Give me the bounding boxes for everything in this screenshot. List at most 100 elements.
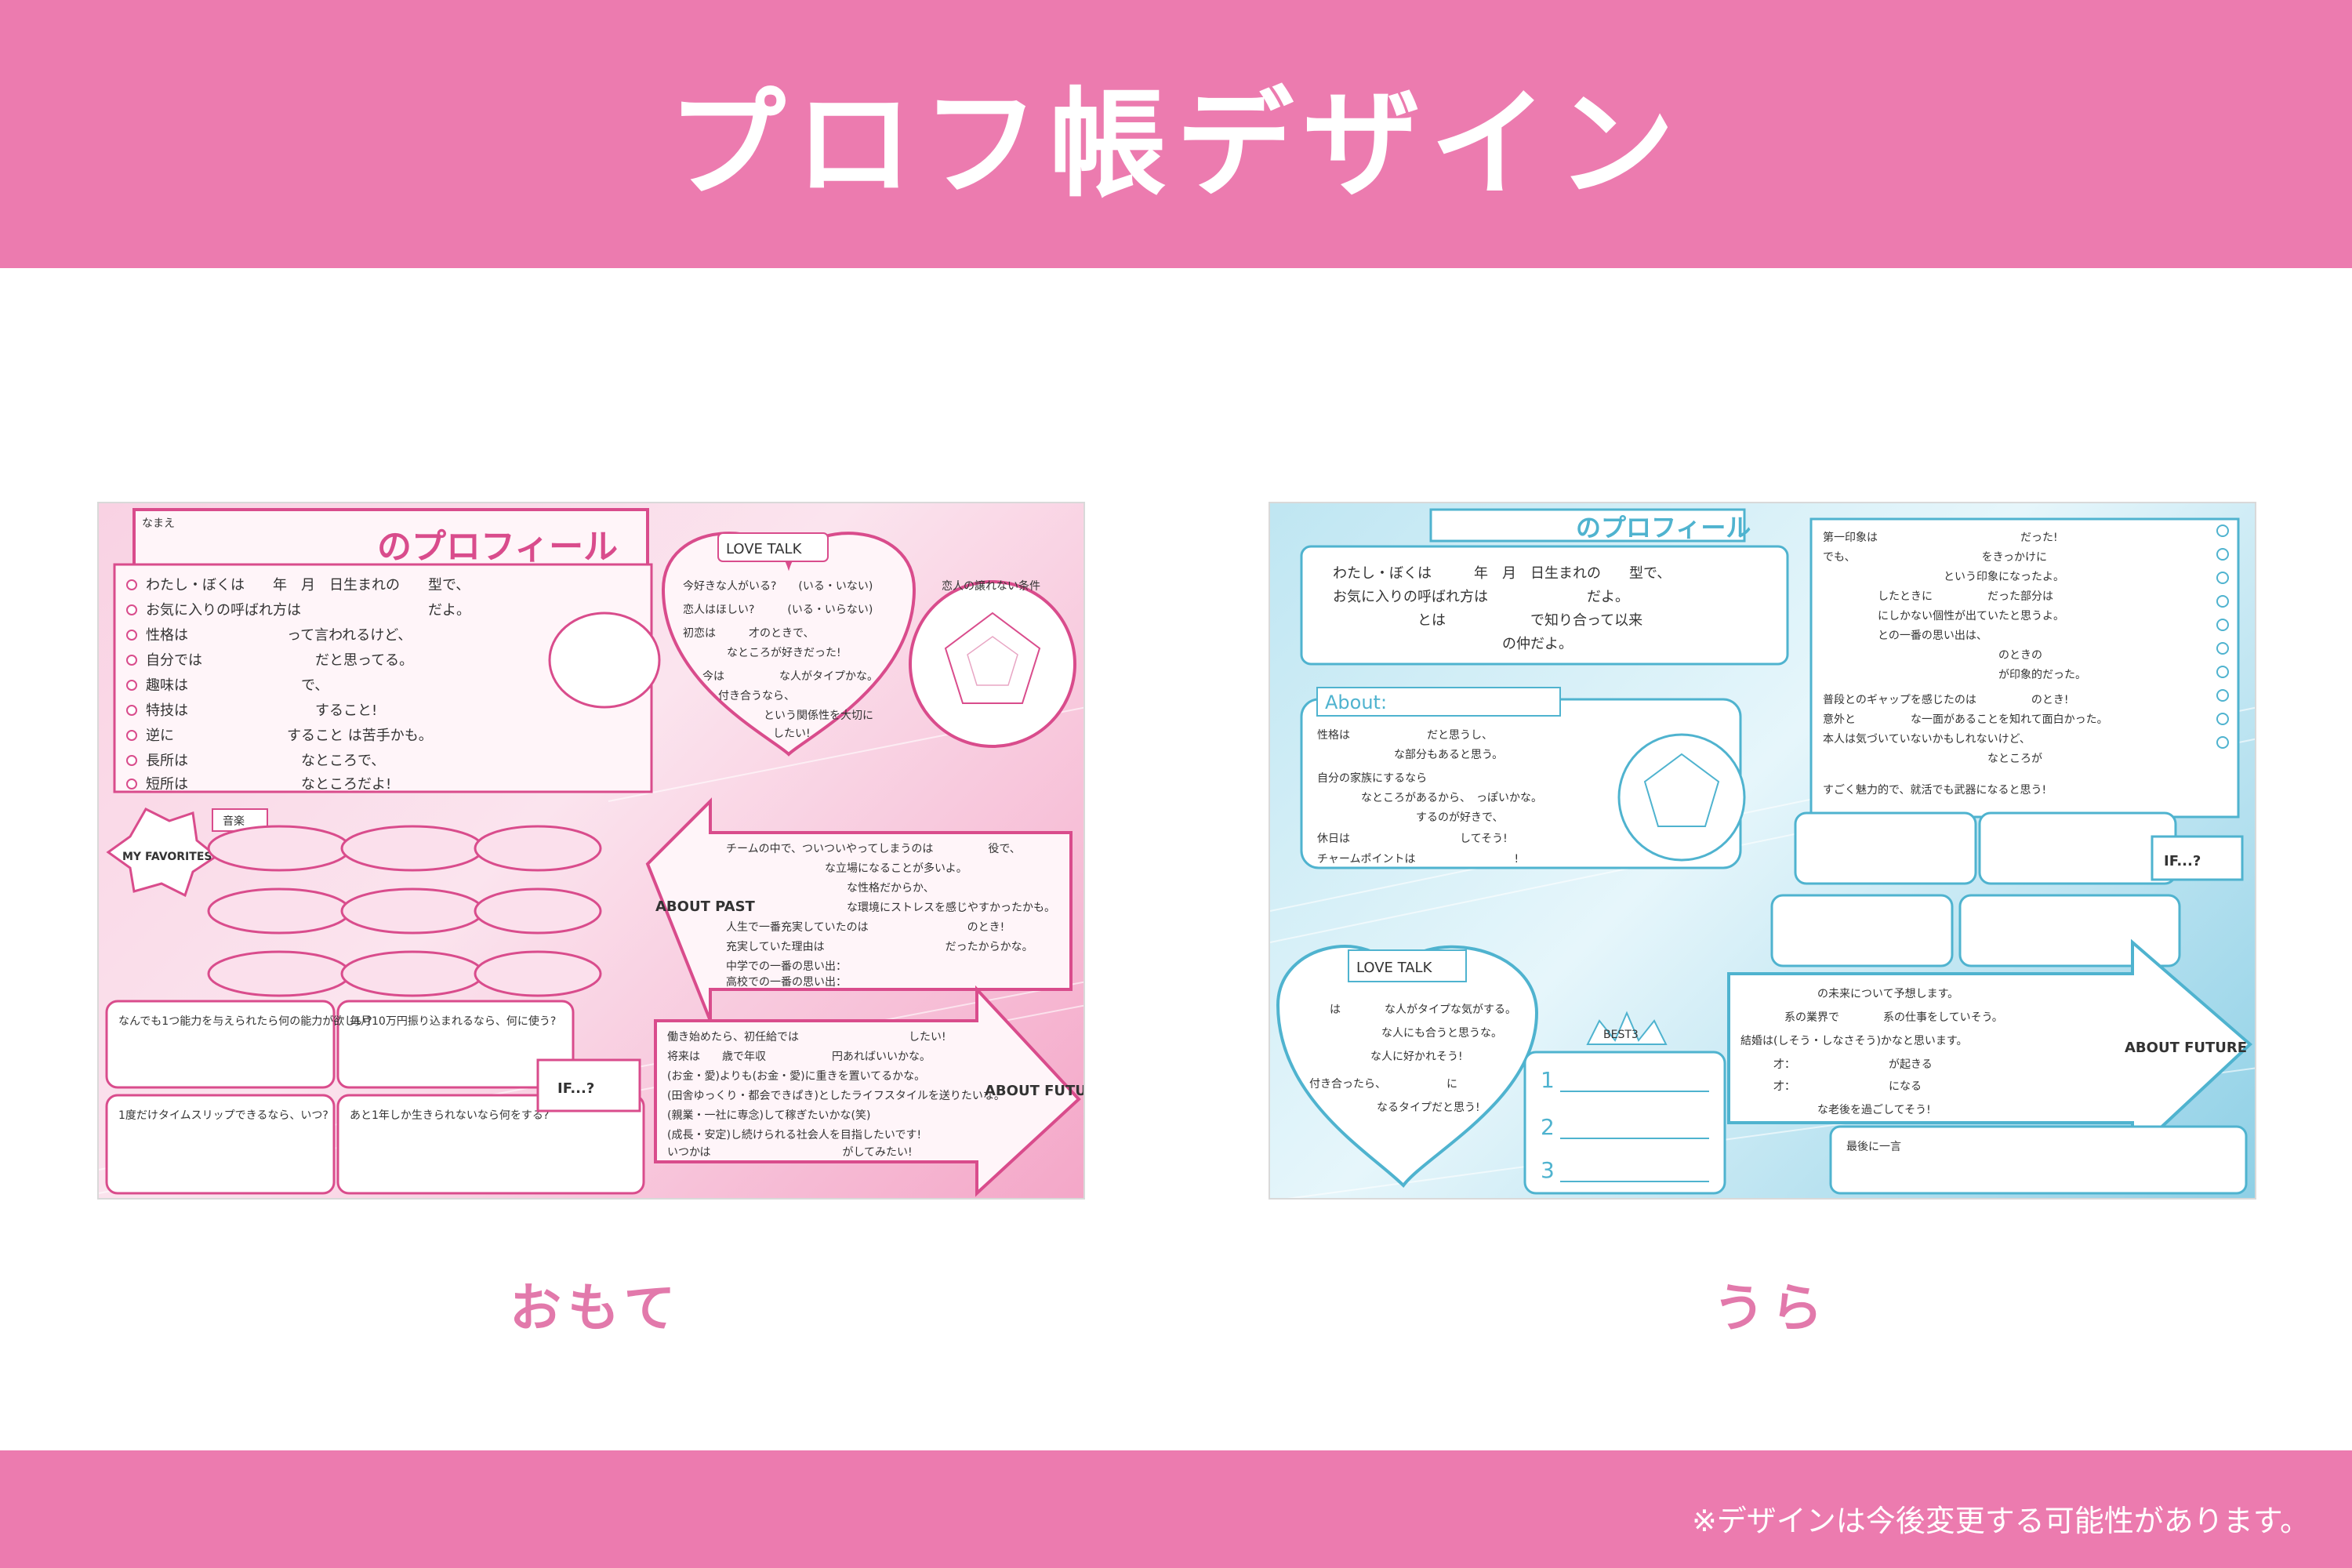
back-love-line: な人に好かれそう! xyxy=(1294,1051,1463,1063)
past-line: 中学での一番の思い出： xyxy=(726,960,847,973)
impression-line: でも、 をきっかけに xyxy=(1823,551,2047,564)
best3-item: 3 xyxy=(1541,1157,1555,1183)
about-past-label: ABOUT PAST xyxy=(655,898,756,915)
about-line: するのが好きで、 xyxy=(1317,811,1503,824)
footer-banner: ※デザインは今後変更する可能性があります。 xyxy=(0,1450,2352,1568)
future-line: いつかは がしてみたい! xyxy=(667,1146,913,1159)
if-question: 毎月10万円振り込まれるなら、何に使う? xyxy=(350,1014,556,1028)
impression-line: したときに だった部分は xyxy=(1823,590,2053,603)
profile-line: 短所は なところだよ! xyxy=(146,776,391,793)
notepad-rings xyxy=(2216,524,2229,749)
back-if-tag xyxy=(2151,835,2244,881)
love-line: なところが好きだった! xyxy=(683,647,841,659)
profile-line: 特技は すること! xyxy=(146,702,377,719)
back-love-line: な人にも合うと思うな。 xyxy=(1294,1027,1502,1040)
love-line: 付き合うなら、 xyxy=(718,690,795,702)
back-love-talk-heart xyxy=(1276,945,1539,1189)
about-line: チャームポイントは ! xyxy=(1317,853,1519,866)
front-title-banner xyxy=(132,508,649,572)
caption-front: おもて xyxy=(510,1278,682,1338)
music-label: 音楽 xyxy=(223,815,245,828)
first-impression-notepad xyxy=(1809,517,2240,818)
if-question: あと1年しか生きられないなら何をする? xyxy=(350,1109,549,1122)
love-line: という関係性を大切に xyxy=(742,710,873,722)
front-profile-lines: わたし・ぼくは 年 月 日生まれの 型で、 お気に入りの呼ばれ方は だよ。 性格… xyxy=(146,577,470,793)
love-line: したい! xyxy=(773,728,811,740)
past-line: 高校での一番の思い出： xyxy=(726,975,847,989)
future-line: 働き始めたら、初任給では したい! xyxy=(667,1030,946,1044)
future-line: (田舎ゆっくり・都会できぱき)としたライフスタイルを送りたいな。 xyxy=(667,1090,1005,1102)
about-line: なところがあるから、 っぽいかな。 xyxy=(1317,792,1542,804)
intro-line: わたし・ぼくは 年 月 日生まれの 型で、 xyxy=(1333,565,1671,582)
if-question: 1度だけタイムスリップできるなら、いつ? xyxy=(118,1109,328,1122)
impression-line: 本人は気づいていないかもしれないけど、 xyxy=(1823,733,2031,746)
impression-line: 第一印象は だった! xyxy=(1823,531,2058,544)
back-design-svg: のプロフィール わたし・ぼくは 年 月 日生まれの 型で、 お気に入りの呼ばれ方… xyxy=(1270,508,2255,1198)
intro-line: とは で知り合って以来 xyxy=(1333,612,1642,629)
future-line: (お金・愛)よりも(お金・愛)に重きを置いてるかな。 xyxy=(667,1070,925,1083)
my-favorites-label: MY FAVORITES xyxy=(122,851,212,863)
impression-line: との一番の思い出は、 xyxy=(1823,630,1987,642)
front-about-future-arrow xyxy=(654,985,1081,1197)
header-banner: プロフ帳デザイン xyxy=(0,0,2352,268)
profile-line: お気に入りの呼ばれ方は だよ。 xyxy=(146,602,470,619)
if-question: なんでも1つ能力を与えられたら何の能力が欲しい? xyxy=(118,1015,372,1028)
front-profile-title: のプロフィール xyxy=(377,527,618,567)
back-love-line: 付き合ったら、 に xyxy=(1309,1078,1457,1091)
if-tag xyxy=(536,1058,641,1112)
front-name-label: なまえ xyxy=(142,517,175,530)
best3-box xyxy=(1523,1051,1726,1195)
front-design-preview: なまえ のプロフィール わたし・ぼくは 年 月 日生まれの 型で、 お気に入りの… xyxy=(97,502,1085,1200)
about-future-label: ABOUT FUTURE xyxy=(985,1083,1085,1099)
head-bubble xyxy=(548,612,661,709)
last-message-box xyxy=(1829,1125,2248,1195)
back-future-line: の未来について予想します。 xyxy=(1740,988,1958,1000)
crown-icon xyxy=(1586,1011,1668,1045)
impression-line: 普段とのギャップを感じたのは のとき! xyxy=(1823,693,2068,706)
favorites-bubbles xyxy=(207,825,602,997)
back-love-line: なるタイプだと思う! xyxy=(1333,1102,1480,1114)
back-future-line: 結婚は(しそう・しなさそう)かなと思います。 xyxy=(1740,1035,1968,1047)
about-tag xyxy=(1316,687,1561,717)
profile-line: 逆に すること は苦手かも。 xyxy=(146,728,433,744)
about-lines: 性格は だと思うし、 な部分もあると思う。 自分の家族にするなら なところがある… xyxy=(1317,729,1542,866)
future-line: (親業・一社に専念)して稼ぎたいかな(笑) xyxy=(667,1109,870,1122)
best3-lines xyxy=(1560,1091,1709,1182)
future-line: (成長・安定)し続けられる社会人を目指したいです! xyxy=(667,1128,921,1142)
love-line: 今は な人がタイプかな。 xyxy=(702,670,878,683)
front-bullets xyxy=(126,579,137,789)
back-future-lines: の未来について予想します。 系の業界で 系の仕事をしていそう。 結婚は(しそう・… xyxy=(1740,988,2003,1116)
past-line: チームの中で、ついついやってしまうのは 役で、 xyxy=(726,843,1021,855)
impression-line: のときの xyxy=(1823,649,2042,662)
music-tag xyxy=(212,808,268,832)
about-past-lines: チームの中で、ついついやってしまうのは 役で、 な立場になることが多いよ。 な性… xyxy=(726,843,1055,989)
impression-line: 意外と な一面があることを知れて面白かった。 xyxy=(1823,713,2108,726)
front-about-past-arrow xyxy=(645,797,1073,1022)
front-radar-circle xyxy=(909,580,1076,748)
back-title-banner xyxy=(1429,508,1746,543)
caption-back: うら xyxy=(1713,1278,1829,1338)
front-love-talk-lines: 今好きな人がいる? (いる・いない) 恋人はほしい? (いる・いらない) 初恋は… xyxy=(683,580,878,740)
front-if-label: IF...? xyxy=(557,1080,594,1097)
back-love-talk-lines: は な人がタイプな気がする。 な人にも合うと思うな。 な人に好かれそう! 付き合… xyxy=(1286,1004,1516,1114)
back-love-talk-title: LOVE TALK xyxy=(1356,960,1433,976)
past-line: 充実していた理由は だったからかな。 xyxy=(726,941,1033,953)
back-if-boxes xyxy=(1770,811,2181,967)
profile-line: 長所は なところで、 xyxy=(146,753,385,769)
back-future-line: な老後を過ごしてそう! xyxy=(1740,1104,1931,1116)
love-line: 今好きな人がいる? (いる・いない) xyxy=(683,580,873,593)
front-design-svg: なまえ のプロフィール わたし・ぼくは 年 月 日生まれの 型で、 お気に入りの… xyxy=(99,508,1085,1197)
impression-line: が印象的だった。 xyxy=(1823,669,2086,681)
impression-line: なところが xyxy=(1823,753,2042,765)
back-if-label: IF...? xyxy=(2164,853,2201,869)
back-design-preview: のプロフィール わたし・ぼくは 年 月 日生まれの 型で、 お気に入りの呼ばれ方… xyxy=(1269,502,2256,1200)
profile-line: 趣味は で、 xyxy=(146,677,328,694)
back-future-line: 才： が起きる xyxy=(1740,1058,1933,1071)
back-radar-pentagon xyxy=(1643,753,1720,827)
front-radar-title: 恋人の譲れない条件 xyxy=(942,579,1040,593)
front-if-boxes xyxy=(105,1000,645,1195)
future-line: 将来は 歳で年収 円あればいいかな。 xyxy=(667,1051,931,1063)
best3-label: BEST3 xyxy=(1603,1029,1639,1041)
best3-item: 2 xyxy=(1541,1114,1555,1140)
past-line: な環境にストレスを感じやすかったかも。 xyxy=(726,901,1055,914)
